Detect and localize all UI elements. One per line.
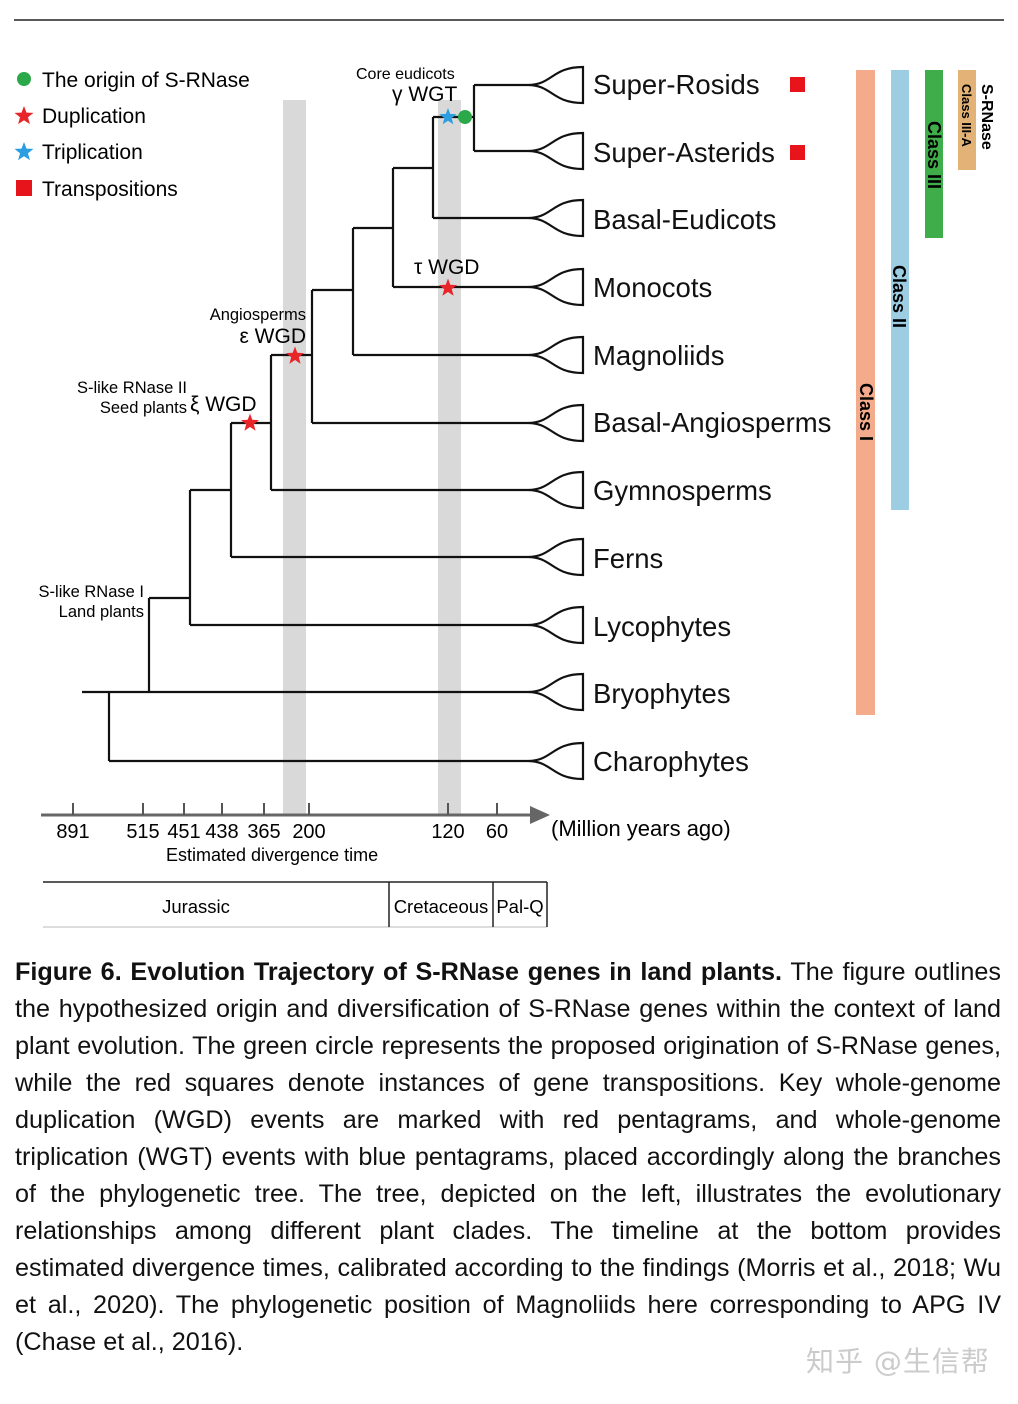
slike-i-label: S-like RNase I	[39, 583, 144, 601]
legend-duplication-text: Duplication	[42, 105, 146, 128]
axis-arrow-icon	[530, 806, 550, 824]
xi-wgd-label: ξ WGD	[190, 393, 257, 416]
class-iii-a-bar	[958, 70, 976, 170]
transposition-square-asterids	[790, 145, 805, 160]
tick-label-120: 120	[431, 821, 464, 843]
taxon-ferns: Ferns	[593, 543, 663, 574]
class-ii-bar	[891, 70, 909, 510]
tick-label-200: 200	[292, 821, 325, 843]
origin-circle	[458, 110, 472, 124]
phylogenetic-tree	[82, 83, 528, 763]
clade-fan-monocots	[527, 267, 585, 307]
epsilon-wgd-label: ε WGD	[239, 325, 306, 348]
taxon-basal-eudicots: Basal-Eudicots	[593, 204, 776, 235]
taxon-gymnosperms: Gymnosperms	[593, 475, 772, 506]
tick-label-438: 438	[205, 821, 238, 843]
transposition-square-rosids	[790, 77, 805, 92]
tick-label-365: 365	[247, 821, 280, 843]
clade-fan-super-rosids	[527, 65, 585, 105]
clade-fan-gymnosperms	[527, 470, 585, 510]
legend-transpositions-text: Transpositions	[42, 178, 178, 201]
tick-label-60: 60	[486, 821, 508, 843]
class-i-label: Class I	[856, 383, 876, 441]
clade-fan-super-asterids	[527, 131, 585, 171]
clade-fan-lycophytes	[527, 605, 585, 645]
tick-label-451: 451	[167, 821, 200, 843]
time-axis: 891 515 451 438 365 200 120 60 (Million …	[41, 803, 731, 865]
clade-fan-charophytes	[527, 741, 585, 781]
period-box: Jurassic Cretaceous Pal-Q	[43, 881, 548, 928]
class-iii-bar	[925, 70, 943, 238]
legend-origin-circle	[17, 72, 31, 86]
clade-fan-basal-angiosperms	[527, 403, 585, 443]
tau-duplication-star	[439, 278, 457, 296]
class-iii-a-label: Class III-A	[959, 84, 974, 147]
class-i-bar	[856, 70, 875, 715]
clade-fan-bryophytes	[527, 672, 585, 712]
class-ii-label: Class II	[889, 265, 909, 328]
taxon-magnoliids: Magnoliids	[593, 340, 724, 371]
taxon-super-rosids: Super-Rosids	[593, 69, 760, 100]
angiosperms-label: Angiosperms	[210, 306, 306, 324]
taxon-charophytes: Charophytes	[593, 746, 749, 777]
taxon-monocots: Monocots	[593, 272, 712, 303]
land-plants-label: Land plants	[59, 603, 144, 621]
legend-duplication-star	[14, 106, 34, 125]
period-pal-q: Pal-Q	[496, 896, 543, 917]
watermark: 知乎 @生信帮	[806, 1345, 990, 1378]
phylogeny-figure: Super-Rosids Super-Asterids Basal-Eudico…	[14, 19, 1004, 928]
legend-transposition-square	[16, 180, 32, 196]
clade-fan-ferns	[527, 537, 585, 577]
taxon-basal-angiosperms: Basal-Angiosperms	[593, 407, 831, 438]
axis-title: Estimated divergence time	[166, 845, 378, 865]
srnase-label: S-RNase	[978, 84, 995, 150]
period-cretaceous: Cretaceous	[394, 896, 489, 917]
gamma-tau-band	[438, 100, 461, 816]
triplication-star	[439, 108, 457, 125]
tau-wgd-label: τ WGD	[414, 256, 479, 279]
gamma-wgt-label: γ WGT	[392, 83, 457, 106]
slike-ii-label: S-like RNase II	[77, 379, 187, 397]
taxon-super-asterids: Super-Asterids	[593, 137, 775, 168]
legend-triplication-text: Triplication	[42, 141, 143, 164]
tick-label-891: 891	[56, 821, 89, 843]
core-eudicots-label: Core eudicots	[356, 66, 455, 83]
xi-duplication-star	[241, 413, 259, 431]
legend-triplication-star	[14, 142, 34, 161]
clade-fan-basal-eudicots	[527, 198, 585, 238]
legend-origin-text: The origin of S-RNase	[42, 69, 250, 92]
period-jurassic: Jurassic	[162, 896, 230, 917]
clade-shapes	[527, 65, 585, 781]
epsilon-band	[283, 100, 306, 816]
tick-label-515: 515	[126, 821, 159, 843]
taxon-bryophytes: Bryophytes	[593, 678, 731, 709]
figure-caption: Figure 6. Evolution Trajectory of S-RNas…	[15, 954, 1001, 1361]
taxon-lycophytes: Lycophytes	[593, 611, 731, 642]
legend: The origin of S-RNase Duplication Tripli…	[14, 69, 250, 201]
epsilon-duplication-star	[286, 346, 304, 364]
caption-title: Figure 6. Evolution Trajectory of S-RNas…	[15, 958, 783, 986]
class-iii-label: Class III	[924, 121, 944, 189]
caption-body: The figure outlines the hypothesized ori…	[15, 958, 1001, 1356]
seed-plants-label: Seed plants	[100, 399, 187, 417]
axis-unit-label: (Million years ago)	[551, 816, 731, 841]
clade-fan-magnoliids	[527, 335, 585, 375]
